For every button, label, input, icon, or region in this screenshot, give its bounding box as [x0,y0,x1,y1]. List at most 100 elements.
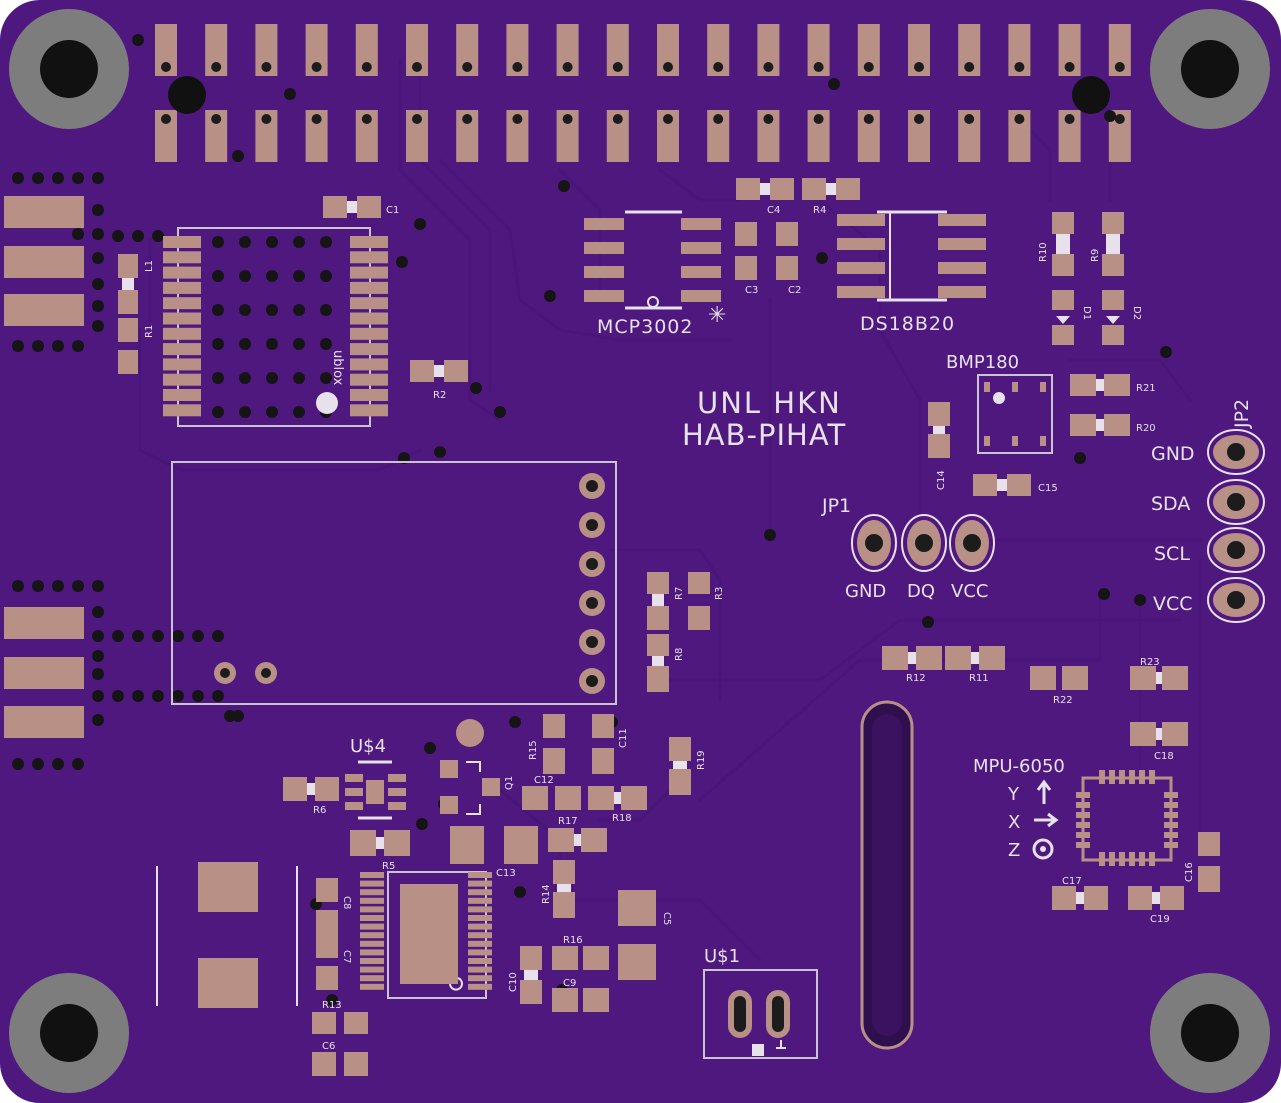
stitch-via [92,650,104,662]
u1-connector [703,969,818,1059]
gpio-via [663,62,673,72]
u4-chip [345,760,406,820]
gpio-via [211,62,222,72]
mpu-pad [1109,852,1115,866]
mainic-pad [468,897,492,904]
gps-via [320,304,332,316]
ref-r23: R23 [1140,657,1160,668]
mcp-pad [584,266,624,278]
radio-pin-hole [586,597,598,609]
stitch-via [396,256,408,268]
mcp3002-chip: ✳ [584,210,726,328]
gps-module: ublox [163,227,388,427]
jp1-header [851,514,995,572]
gps-via [266,304,278,316]
resistor-r5 [350,830,410,856]
stitch-via [92,714,104,726]
gps-via [239,304,251,316]
stitch-via [152,690,164,702]
stitch-via [232,150,244,162]
gps-via [212,406,224,418]
gps-via [320,236,332,248]
gpio-via [713,114,724,124]
stitch-via [132,230,144,242]
mounting-hole-bottom-right [1150,973,1270,1093]
ref-r22: R22 [1053,695,1073,706]
capacitor-c11 [592,714,614,774]
mainic-pad [468,889,492,896]
ref-r7: R7 [674,587,685,600]
jp2-pin-label-2: SDA [1151,493,1190,515]
stitch-via [1160,346,1172,358]
ref-r11: R11 [969,673,989,684]
gpio-via [914,114,924,124]
gpio-via [612,114,623,124]
resistor-r21 [1070,374,1130,396]
jp2-header [1207,429,1265,623]
ref-c4: C4 [767,205,780,216]
ref-r19: R19 [696,750,707,770]
gpio-pad [205,24,228,76]
mcp-pad [681,290,721,302]
axis-z-label: Z [1008,840,1020,861]
stitch-via [12,580,24,592]
capacitor-c16 [1198,832,1220,892]
gps-pad [350,389,388,401]
gpio-pad [406,24,428,76]
mainic-pad [468,949,492,956]
mpu-pad [1076,802,1090,808]
ds-pad [837,238,885,250]
jp1-pin-label-2: DQ [907,581,935,602]
gpio-via [1064,62,1075,72]
gpio-via [512,62,523,72]
gpio-pad [205,110,228,162]
jp2-hole [1227,541,1245,559]
radio-pin-hole [586,480,598,492]
gpio-pad [1008,110,1031,162]
ref-c5: C5 [661,912,672,925]
capacitor-c10 [520,946,542,1004]
gpio-via [1114,62,1125,72]
mpu-pad [1119,770,1125,784]
gpio-pad [707,110,730,162]
gpio-pad [857,24,880,76]
mpu-pad [1076,822,1090,828]
mainic-pad [360,906,384,913]
ref-d1: D1 [1081,306,1092,320]
gpio-via [813,114,824,124]
gps-via [212,270,224,282]
gps-pad [163,404,201,417]
gpio-pad [707,24,730,76]
mainic-pad [360,889,384,896]
resistor-r15 [543,714,565,774]
stitch-via [72,172,84,184]
mainic-pad [468,923,492,930]
mpu-pad [1139,852,1145,866]
capacitor-c1 [323,196,381,218]
axis-x-label: X [1008,812,1020,833]
mcp-pad [584,242,624,254]
gps-pad [350,373,388,386]
bmp180-chip [977,374,1053,454]
gpio-pad [556,24,579,76]
gpio-pad [807,24,830,76]
gpio-via [663,114,673,124]
capacitor-c4 [736,178,794,200]
gpio-pad [1058,110,1081,162]
stitch-via [32,340,44,352]
gpio-pad [857,110,880,162]
gps-pad [163,281,201,294]
mainic-pad [360,975,384,982]
gps-pad [350,312,388,325]
mainic-pad [360,958,384,964]
gpio-pad [506,24,529,76]
gpio-via [1014,114,1025,124]
stitch-via [212,690,224,702]
mpu-pad [1139,770,1145,784]
capacitor-c9 [552,988,609,1012]
board-title-line2: HAB-PIHAT [682,418,846,452]
gpio-via [964,62,975,72]
gpio-pad [1008,24,1031,76]
gpio-via [161,62,171,72]
main-ic-left-bottom [360,871,492,999]
